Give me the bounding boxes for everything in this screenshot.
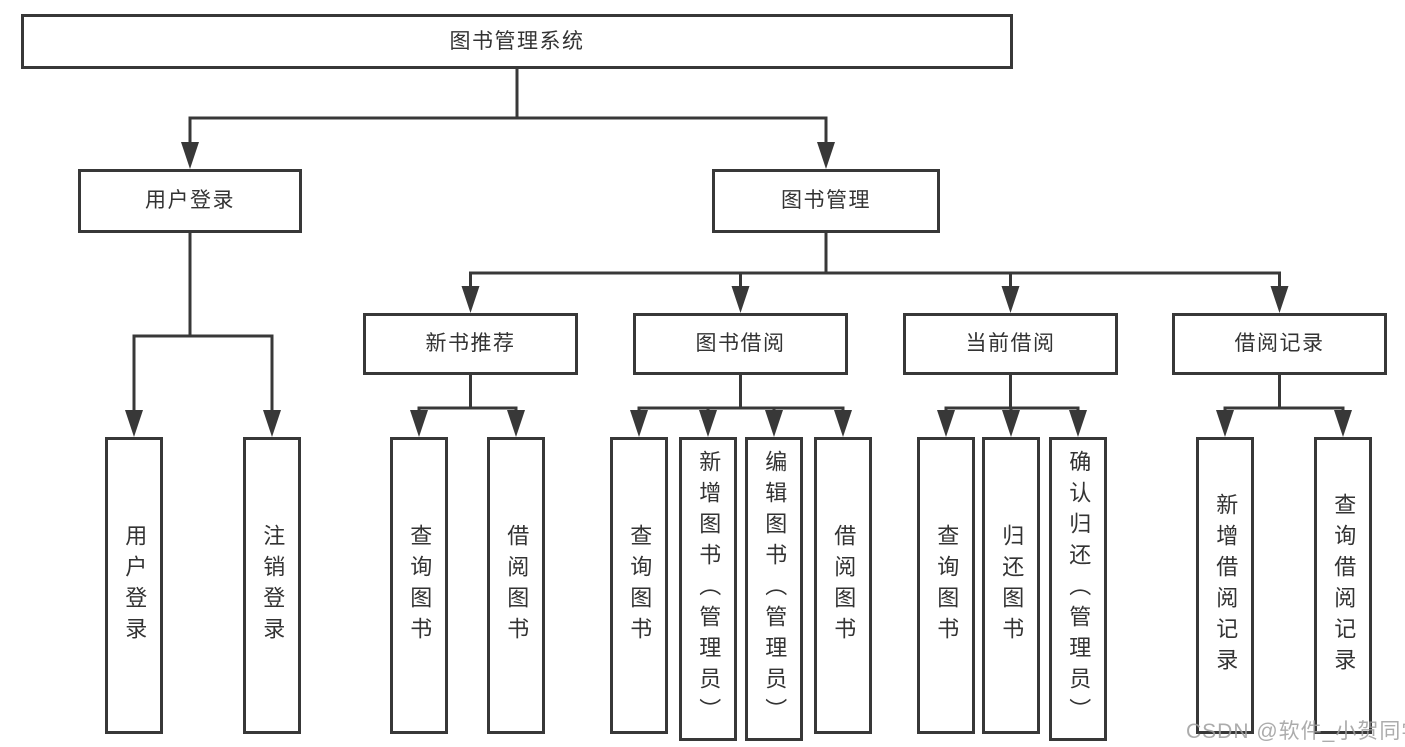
leaf-query-books-a-label: 查询图书 bbox=[407, 523, 433, 648]
arrowhead-bookborrow bbox=[731, 286, 750, 313]
arrowhead-leaf-logout bbox=[263, 410, 281, 437]
connector-level3-fork bbox=[469, 271, 1281, 289]
leaf-add-books-label: 新增图书（管理员） bbox=[696, 449, 722, 729]
node-new-books: 新书推荐 bbox=[363, 313, 578, 375]
leaf-return-books: 归还图书 bbox=[982, 437, 1040, 734]
arrowhead-leaf-edit-books bbox=[765, 410, 783, 437]
connector-level2-fork bbox=[188, 116, 828, 144]
connector-currentborrow-fork bbox=[944, 375, 1080, 411]
arrowhead-bookmgmt bbox=[817, 142, 835, 169]
arrowhead-userlogin bbox=[181, 142, 199, 169]
arrowhead-leaf-query-books-c bbox=[937, 410, 955, 437]
leaf-logout: 注销登录 bbox=[243, 437, 301, 734]
connector-records-fork bbox=[1223, 375, 1345, 411]
leaf-query-books-c: 查询图书 bbox=[917, 437, 975, 734]
node-root: 图书管理系统 bbox=[21, 14, 1013, 69]
arrowhead-records bbox=[1270, 286, 1289, 313]
node-book-mgmt: 图书管理 bbox=[712, 169, 940, 233]
node-book-borrow-label: 图书借阅 bbox=[695, 332, 786, 356]
leaf-user-login: 用户登录 bbox=[105, 437, 163, 734]
leaf-confirm-return-label: 确认归还（管理员） bbox=[1066, 449, 1092, 729]
arrowhead-leaf-userlogin bbox=[125, 410, 143, 437]
leaf-add-books: 新增图书（管理员） bbox=[679, 437, 737, 741]
node-user-login: 用户登录 bbox=[78, 169, 302, 233]
connector-newbooks-fork bbox=[417, 375, 518, 411]
node-book-mgmt-label: 图书管理 bbox=[781, 189, 871, 213]
leaf-borrow-books-a-label: 借阅图书 bbox=[504, 523, 530, 648]
arrowhead-leaf-query-books-b bbox=[630, 410, 648, 437]
arrowhead-leaf-add-books bbox=[699, 410, 717, 437]
arrowhead-leaf-add-record bbox=[1216, 410, 1234, 437]
node-current-borrow-label: 当前借阅 bbox=[965, 332, 1056, 356]
leaf-add-record: 新增借阅记录 bbox=[1196, 437, 1254, 734]
arrowhead-leaf-query-books-a bbox=[410, 410, 428, 437]
leaf-return-books-label: 归还图书 bbox=[999, 523, 1025, 648]
arrowhead-currentborrow bbox=[1001, 286, 1020, 313]
node-book-borrow: 图书借阅 bbox=[633, 313, 848, 375]
leaf-edit-books-label: 编辑图书（管理员） bbox=[762, 449, 788, 729]
leaf-query-books-b-label: 查询图书 bbox=[627, 523, 653, 648]
leaf-query-books-b: 查询图书 bbox=[610, 437, 668, 734]
leaf-add-record-label: 新增借阅记录 bbox=[1213, 492, 1239, 679]
node-current-borrow: 当前借阅 bbox=[903, 313, 1118, 375]
leaf-user-login-label: 用户登录 bbox=[122, 523, 148, 648]
csdn-watermark: CSDN @软件_小贺同学 bbox=[1186, 720, 1405, 743]
leaf-query-books-c-label: 查询图书 bbox=[934, 523, 960, 648]
arrowhead-leaf-borrow-books-b bbox=[834, 410, 852, 437]
arrowhead-leaf-confirm-return bbox=[1069, 410, 1087, 437]
node-borrow-records: 借阅记录 bbox=[1172, 313, 1387, 375]
leaf-borrow-books-b-label: 借阅图书 bbox=[831, 523, 857, 648]
leaf-borrow-books-b: 借阅图书 bbox=[814, 437, 872, 734]
leaf-edit-books: 编辑图书（管理员） bbox=[745, 437, 803, 741]
leaf-query-record: 查询借阅记录 bbox=[1314, 437, 1372, 734]
leaf-borrow-books-a: 借阅图书 bbox=[487, 437, 545, 734]
node-root-label: 图书管理系统 bbox=[449, 29, 585, 53]
node-borrow-records-label: 借阅记录 bbox=[1234, 332, 1325, 356]
connector-userlogin-fork bbox=[132, 233, 274, 412]
arrowhead-newbooks bbox=[461, 286, 480, 313]
arrowhead-leaf-return-books bbox=[1002, 410, 1020, 437]
leaf-confirm-return: 确认归还（管理员） bbox=[1049, 437, 1107, 741]
arrowhead-leaf-query-record bbox=[1334, 410, 1352, 437]
node-new-books-label: 新书推荐 bbox=[425, 332, 516, 356]
leaf-logout-label: 注销登录 bbox=[260, 523, 286, 648]
node-user-login-label: 用户登录 bbox=[145, 189, 235, 213]
leaf-query-books-a: 查询图书 bbox=[390, 437, 448, 734]
arrowhead-leaf-borrow-books-a bbox=[507, 410, 525, 437]
leaf-query-record-label: 查询借阅记录 bbox=[1331, 492, 1357, 679]
connector-bookborrow-fork bbox=[637, 375, 845, 411]
